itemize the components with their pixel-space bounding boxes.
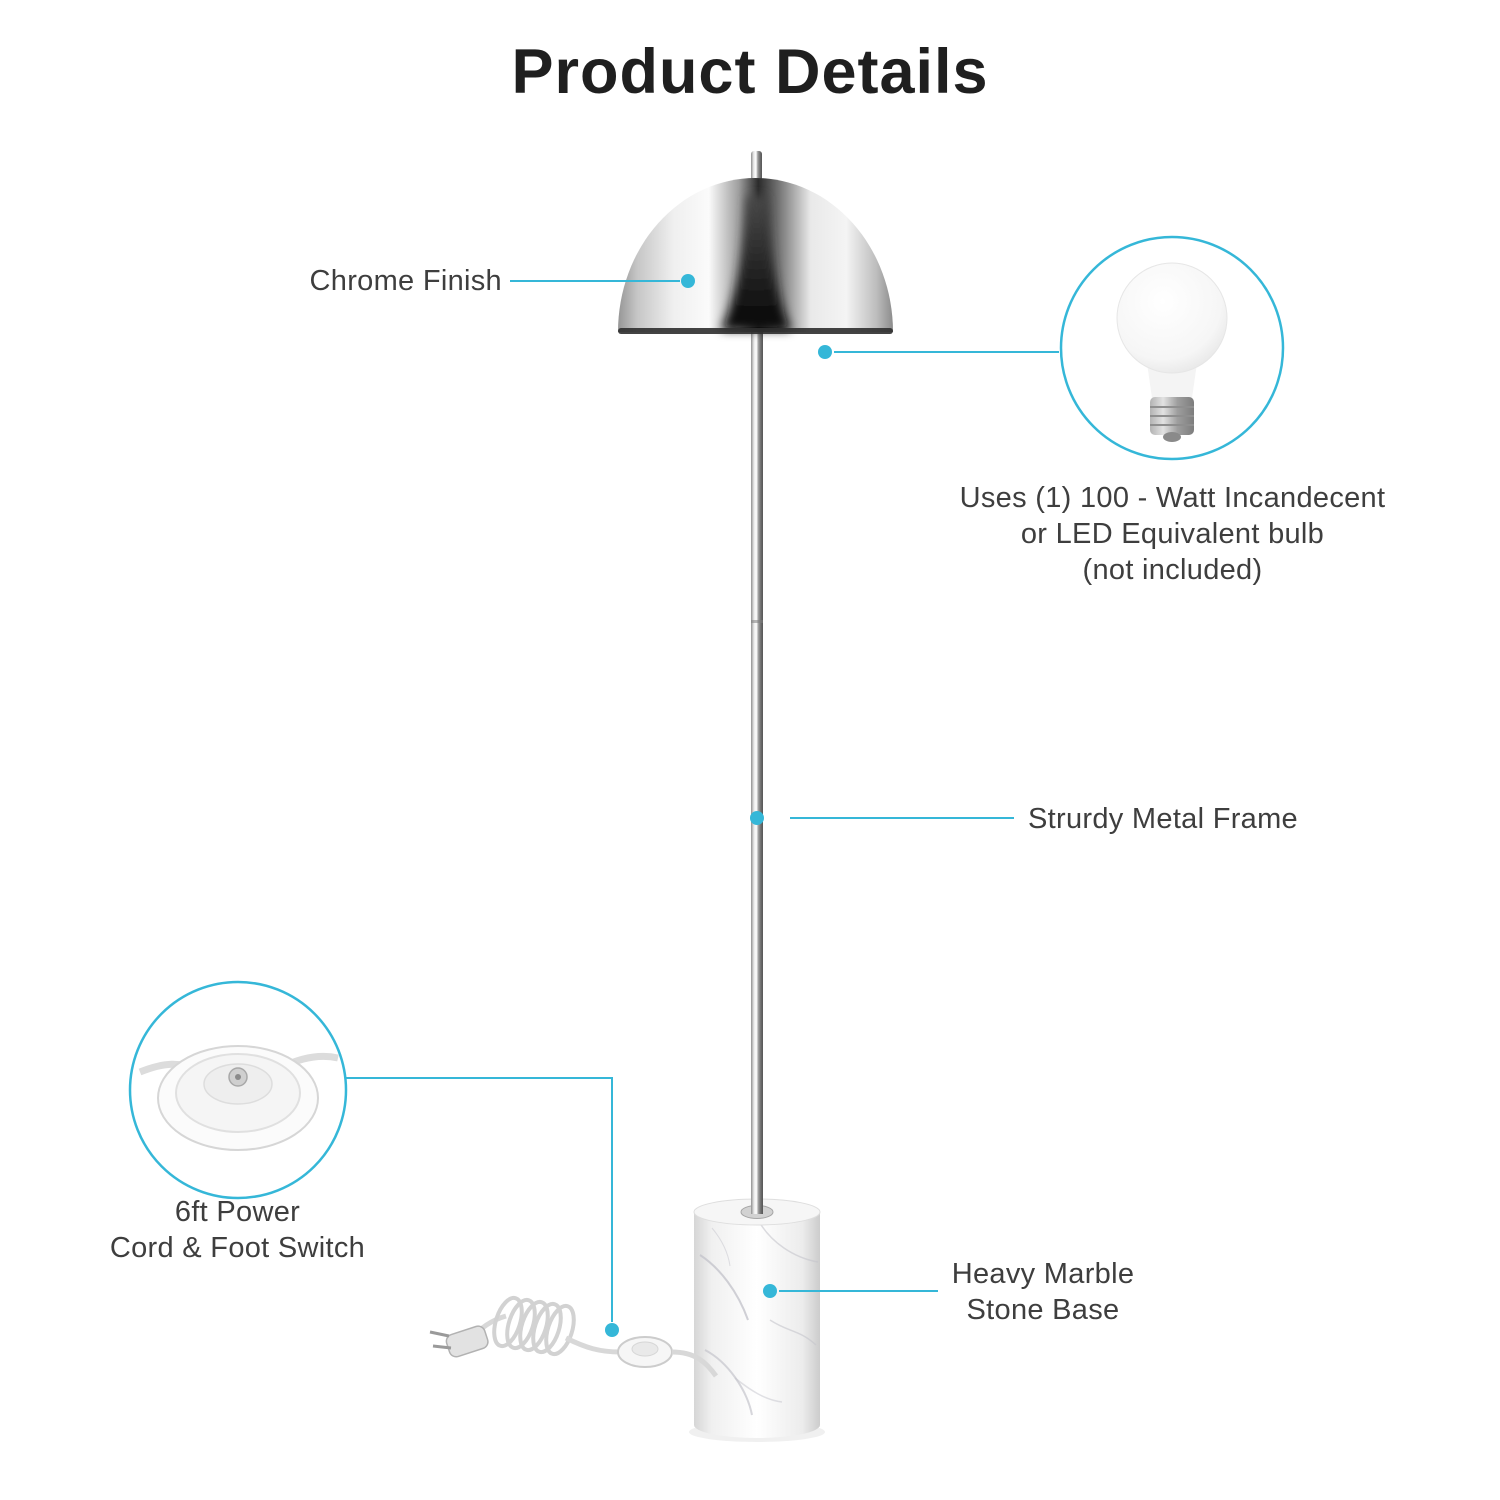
power-cord-label-line1: 6ft Power <box>174 1196 301 1228</box>
callout-dot-cord <box>605 1323 619 1337</box>
callout-dot-frame <box>750 811 764 825</box>
foot-switch-icon <box>138 1045 339 1151</box>
inline-foot-switch <box>617 1336 673 1368</box>
cord-coil <box>492 1295 576 1357</box>
metal-frame-label: Strurdy Metal Frame <box>1028 803 1298 835</box>
light-bulb-icon <box>1116 262 1228 442</box>
bulb-label: Uses (1) 100 - Watt Incandecent or LED E… <box>945 480 1400 588</box>
chrome-finish-label: Chrome Finish <box>309 265 502 297</box>
power-cord-label: 6ft Power Cord & Foot Switch <box>55 1194 420 1266</box>
lamp-pole-seam <box>751 620 763 623</box>
lamp-finial <box>751 151 762 183</box>
bulb-label-line1: Uses (1) 100 - Watt Incandecent <box>959 482 1386 514</box>
callout-line-cord <box>345 1077 613 1322</box>
marble-base-label-line2: Stone Base <box>966 1294 1120 1326</box>
marble-base-label-line1: Heavy Marble <box>951 1258 1135 1290</box>
marble-base-label: Heavy Marble Stone Base <box>918 1256 1168 1328</box>
callout-dot-marble <box>763 1284 777 1298</box>
power-cord-label-line2: Cord & Foot Switch <box>109 1232 366 1264</box>
lamp-shade-rim <box>618 328 893 334</box>
power-cord-illustration <box>429 1295 719 1378</box>
callout-dot-chrome <box>681 274 695 288</box>
lamp-shade <box>618 178 893 334</box>
bulb-label-line3: (not included) <box>1082 554 1263 586</box>
pole-stub <box>751 1192 763 1214</box>
bulb-label-line2: or LED Equivalent bulb <box>1020 518 1325 550</box>
page-title: Product Details <box>511 37 989 107</box>
plug-icon <box>429 1325 489 1358</box>
callout-dot-bulb <box>818 345 832 359</box>
lamp-pole <box>751 330 763 1214</box>
floor-lamp-illustration <box>618 151 893 1442</box>
lamp-marble-base <box>689 1192 825 1442</box>
